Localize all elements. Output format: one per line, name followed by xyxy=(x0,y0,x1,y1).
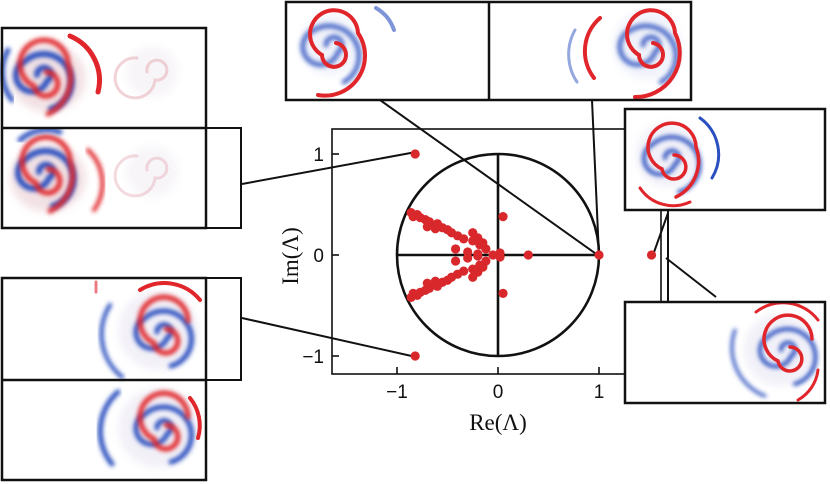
eigenvalue-plot: −1 0 1 1 0 −1 Re(Λ) Im(Λ) xyxy=(278,128,662,435)
spiral-right-bottom xyxy=(730,301,820,402)
connector-unit-eigenvalue-a xyxy=(379,99,600,257)
x-tick-label: −1 xyxy=(386,382,408,403)
spiral-right-wave xyxy=(567,8,682,100)
eigenvalue-point xyxy=(646,250,657,260)
y-axis-title: Im(Λ) xyxy=(278,227,303,285)
inset-right-bottom xyxy=(623,300,827,405)
connector-top-left-eigenvalue xyxy=(241,151,417,185)
spiral-top-left-upper xyxy=(0,33,169,117)
eigenvalue-point xyxy=(488,250,498,260)
y-tick-label: 0 xyxy=(313,246,324,267)
spiral-right-top xyxy=(638,116,721,208)
eigenvalue-point xyxy=(478,262,488,272)
connector-unit-eigenvalue-b xyxy=(591,99,600,257)
connector-right-eigenvalue-b xyxy=(665,257,717,298)
axis-ticks: −1 0 1 1 0 −1 xyxy=(302,145,604,403)
x-axis-title: Re(Λ) xyxy=(469,410,527,435)
eigenvalue-point xyxy=(463,253,473,263)
inset-top-center xyxy=(284,0,693,102)
eigenvalue-point xyxy=(410,149,420,159)
spiral-left-wave xyxy=(300,6,396,98)
spiral-bottom-left-lower xyxy=(97,389,202,467)
inset-top-left-pair xyxy=(0,26,208,230)
inset-right-top xyxy=(623,107,827,212)
eigenvalue-point xyxy=(498,288,508,298)
spiral-top-left-lower xyxy=(15,127,169,214)
eigenvalue-point xyxy=(523,250,533,260)
eigenvalue-point xyxy=(478,238,488,248)
y-tick-label: 1 xyxy=(313,145,324,166)
spiral-bottom-left-upper xyxy=(94,280,202,379)
eigenvalue-point xyxy=(450,256,461,266)
x-tick-label: 0 xyxy=(493,382,504,403)
bracket-bottom-left xyxy=(206,277,242,381)
eigenvalue-point xyxy=(459,266,469,276)
x-tick-label: 1 xyxy=(594,382,605,403)
eigenvalue-point xyxy=(430,224,440,234)
eigenvalue-point xyxy=(498,212,508,222)
eigenvalue-point xyxy=(495,252,505,262)
bracket-top-left xyxy=(206,127,242,229)
eigenvalue-point xyxy=(459,234,469,244)
eigenvalue-point xyxy=(410,351,420,361)
plot-frame xyxy=(331,128,662,375)
eigenvalue-point xyxy=(430,276,440,286)
eigenvalue-point xyxy=(594,250,604,260)
eigenvalue-point xyxy=(473,251,483,261)
eigenvalue-point xyxy=(450,244,461,254)
connector-bottom-left-eigenvalue xyxy=(241,317,417,358)
eigenvalue-points xyxy=(406,149,657,361)
inset-bottom-left-pair xyxy=(0,276,208,482)
y-tick-label: −1 xyxy=(302,347,324,368)
